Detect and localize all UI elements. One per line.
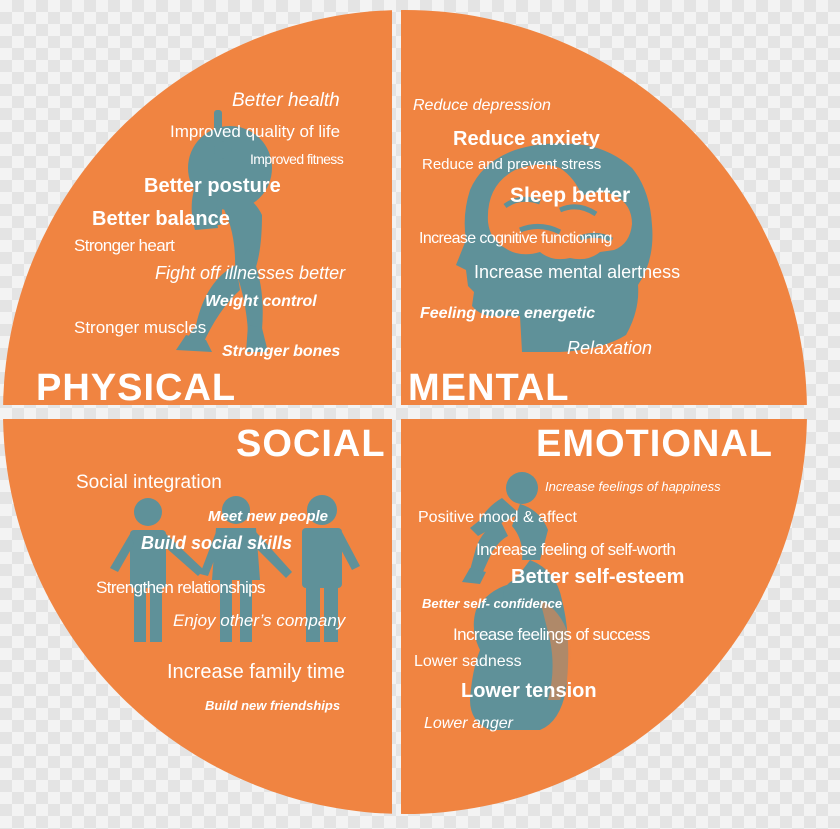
emotional-item: Increase feeling of self-worth [476,540,676,559]
physical-item: Better posture [144,175,281,197]
physical-item: Weight control [205,293,317,310]
physical-item: Stronger muscles [74,318,207,337]
emotional-item: Lower anger [424,715,513,732]
physical-item: Stronger bones [222,343,341,360]
mental-item: Reduce and prevent stress [422,156,602,173]
mental-title: MENTAL [408,367,570,409]
social-title: SOCIAL [236,423,386,465]
mental-item: Sleep better [510,184,631,207]
mental-item: Increase cognitive functioning [419,230,612,247]
physical-item: Improved quality of life [170,122,341,141]
mental-item: Feeling more energetic [420,305,596,322]
physical-item: Better balance [92,208,230,230]
physical-item: Stronger heart [74,236,175,255]
emotional-item: Increase feelings of success [453,625,650,644]
social-item: Increase family time [167,661,345,683]
emotional-item: Better self- confidence [422,596,563,611]
mental-item: Relaxation [567,338,653,358]
social-item: Build social skills [141,533,293,553]
parent-child-icon [462,472,571,730]
mental-item: Reduce depression [413,97,551,114]
social-item: Enjoy other’s company [173,611,346,630]
social-item: Social integration [76,472,222,493]
social-item: Meet new people [208,508,329,525]
mental-item: Increase mental alertness [474,262,681,282]
emotional-item: Increase feelings of happiness [545,479,721,494]
physical-title: PHYSICAL [36,367,237,409]
emotional-title: EMOTIONAL [536,423,773,465]
social-item: Build new friendships [205,698,341,713]
emotional-item: Lower sadness [414,653,522,670]
mental-item: Reduce anxiety [453,128,600,150]
emotional-item: Better self-esteem [511,566,685,588]
social-item: Strengthen relationships [96,578,266,597]
weightlifter-icon [176,110,272,352]
emotional-item: Positive mood & affect [418,509,577,526]
physical-item: Improved fitness [250,151,344,167]
head-brain-icon [456,143,653,352]
physical-item: Fight off illnesses better [155,263,346,283]
physical-item: Better health [232,90,340,111]
emotional-item: Lower tension [461,680,597,702]
three-people-icon [110,495,360,642]
